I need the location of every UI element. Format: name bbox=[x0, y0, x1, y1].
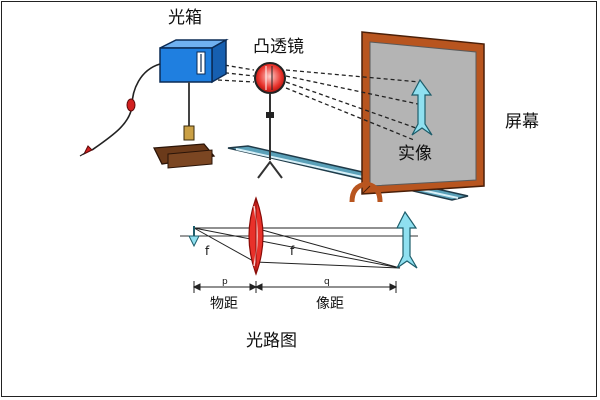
real-image-label: 实像 bbox=[398, 144, 432, 164]
object-arrow bbox=[188, 226, 200, 248]
light-rays bbox=[217, 63, 421, 141]
light-box bbox=[152, 38, 229, 169]
light-box-label: 光箱 bbox=[168, 8, 202, 28]
image-distance-label: 像距 bbox=[316, 296, 344, 312]
distance-dimension bbox=[192, 281, 398, 293]
convex-lens-label: 凸透镜 bbox=[253, 37, 304, 57]
ray-diagram bbox=[180, 196, 418, 293]
object-distance-symbol: p bbox=[222, 277, 228, 287]
focal-length-right-label: f bbox=[290, 244, 295, 258]
focal-length-left-label: f bbox=[205, 244, 210, 258]
image-arrow bbox=[396, 210, 418, 269]
power-cord bbox=[79, 63, 161, 157]
object-distance-label: 物距 bbox=[210, 296, 238, 312]
screen-label: 屏幕 bbox=[505, 112, 539, 132]
image-distance-symbol: q bbox=[324, 277, 330, 287]
ray-diagram-title: 光路图 bbox=[246, 331, 297, 351]
real-image-arrow bbox=[411, 78, 433, 136]
convex-lens-device bbox=[254, 62, 286, 179]
ray-diagram-lens bbox=[248, 196, 264, 276]
